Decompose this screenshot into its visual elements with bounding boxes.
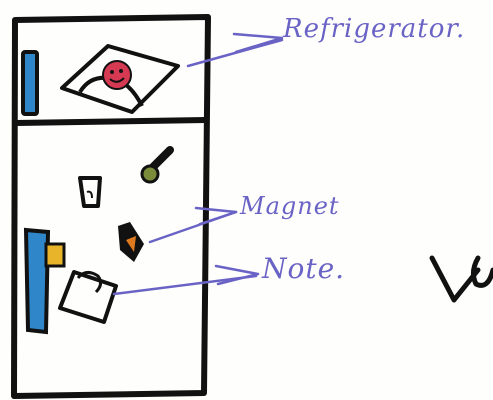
refrigerator-arrow-icon bbox=[232, 32, 284, 54]
annotation-arrows bbox=[112, 32, 284, 296]
flame-magnet-icon bbox=[118, 222, 144, 262]
refrigerator-handle bbox=[23, 227, 66, 335]
refrigerator-pointer-line bbox=[186, 38, 284, 68]
label-note: Note. bbox=[262, 252, 346, 285]
cup-magnet-icon bbox=[78, 176, 102, 208]
note-pointer-line bbox=[112, 274, 258, 296]
thermometer-magnet-icon bbox=[140, 146, 174, 184]
refrigerator-body bbox=[11, 14, 211, 399]
label-magnet: Magnet bbox=[240, 192, 340, 220]
refrigerator-outline bbox=[11, 14, 211, 399]
magnet-arrow-icon bbox=[194, 206, 238, 226]
cropped-letters-glyph bbox=[429, 255, 493, 303]
note-arrow-icon bbox=[214, 264, 260, 286]
freezer-handle bbox=[21, 50, 39, 116]
smiley-face-magnet-icon bbox=[60, 44, 180, 114]
label-refrigerator: Refrigerator. bbox=[283, 14, 466, 44]
note-paper-icon bbox=[58, 270, 118, 324]
freezer-divider bbox=[13, 117, 209, 126]
